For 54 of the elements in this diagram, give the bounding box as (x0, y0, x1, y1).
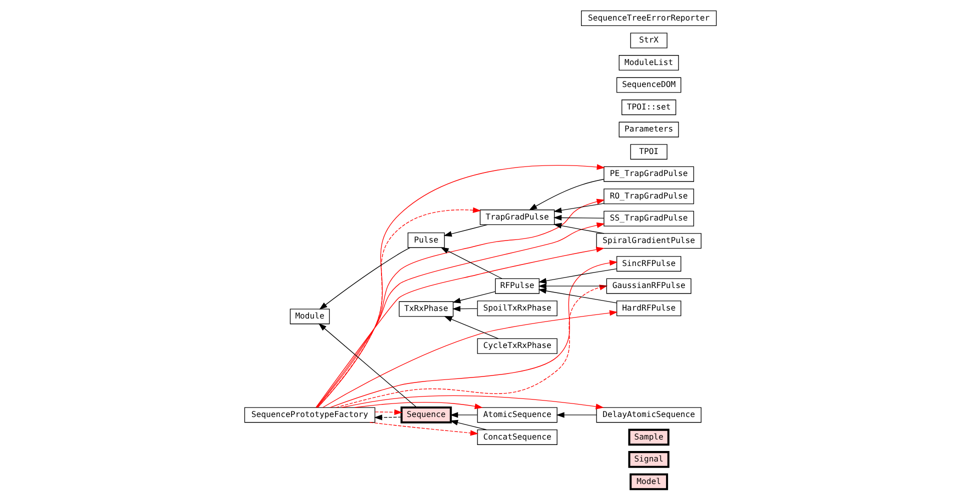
arrow (354, 402, 482, 410)
arrow (449, 420, 486, 430)
node-box: CycleTxRxPhase (476, 338, 557, 354)
arrow (316, 207, 481, 408)
arrow (553, 214, 604, 221)
node-box: TrapGradPulse (479, 210, 554, 226)
node-box: Sequence (400, 406, 452, 424)
arrow (553, 203, 604, 214)
arrow (538, 288, 616, 304)
arrow (341, 395, 604, 410)
node-box: ModuleList (618, 55, 678, 71)
node-box: PE_TrapGradPulse (603, 166, 694, 182)
arrow (374, 414, 402, 420)
arrow (452, 306, 478, 312)
arrow (556, 412, 596, 418)
node-box: SS_TrapGradPulse (603, 210, 694, 226)
arrow (374, 409, 402, 416)
arrow (318, 323, 417, 408)
node-box: SpiralGradientPulse (596, 233, 701, 249)
arrow (329, 260, 618, 408)
arrow (552, 222, 604, 234)
node-box: RO_TrapGradPulse (603, 188, 694, 204)
node-box: ConcatSequence (476, 429, 557, 445)
arrow (528, 178, 604, 210)
arrow (369, 422, 478, 436)
node-box: TxRxPhase (398, 301, 454, 317)
node-box: TPOI (630, 144, 667, 160)
node-box: SpoilTxRxPhase (476, 300, 557, 316)
node-box: TPOI::set (621, 100, 676, 116)
arrow (440, 247, 502, 279)
node-box: StrX (630, 32, 667, 48)
arrow (449, 412, 478, 418)
arrow (538, 283, 606, 289)
node-box: Module (289, 308, 330, 324)
node-box: Signal (628, 451, 669, 468)
node-box: RFPulse (494, 278, 540, 294)
node-box: HardRFPulse (616, 300, 681, 316)
node-box: Parameters (618, 122, 678, 138)
node-box: SequenceDOM (616, 77, 681, 93)
arrow (444, 316, 498, 339)
node-box: AtomicSequence (476, 407, 557, 423)
arrow (538, 268, 617, 284)
arrow (318, 247, 410, 310)
node-box: DelayAtomicSequence (596, 407, 701, 423)
arrow (443, 224, 488, 237)
node-box: GaussianRFPulse (606, 278, 691, 294)
arrow (452, 291, 496, 304)
node-box: SequencePrototypeFactory (244, 407, 375, 423)
node-box: SequenceTreeErrorReporter (580, 10, 716, 26)
arrow (322, 310, 618, 408)
node-box: SincRFPulse (616, 256, 681, 272)
node-box: Model (629, 473, 668, 490)
node-box: Sample (628, 428, 669, 446)
node-box: Pulse (407, 232, 444, 248)
